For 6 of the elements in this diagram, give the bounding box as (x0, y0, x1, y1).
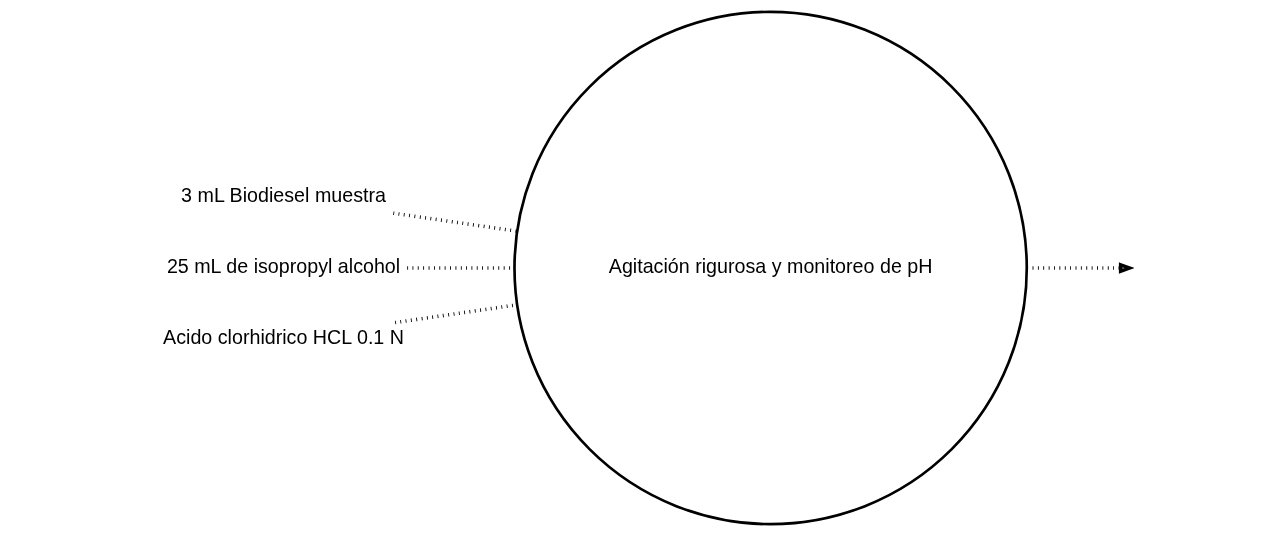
node-text: 3 mL Biodiesel muestra (180, 184, 386, 207)
arrow (1026, 262, 1134, 274)
node-text: Acido clorhidrico HCL 0.1 N (162, 325, 404, 348)
node-circle: Agitación rigurosa y monitoreo de pH (512, 10, 1028, 526)
connector (392, 211, 517, 233)
node-text: 25 mL de isopropyl alcohol (166, 255, 400, 278)
